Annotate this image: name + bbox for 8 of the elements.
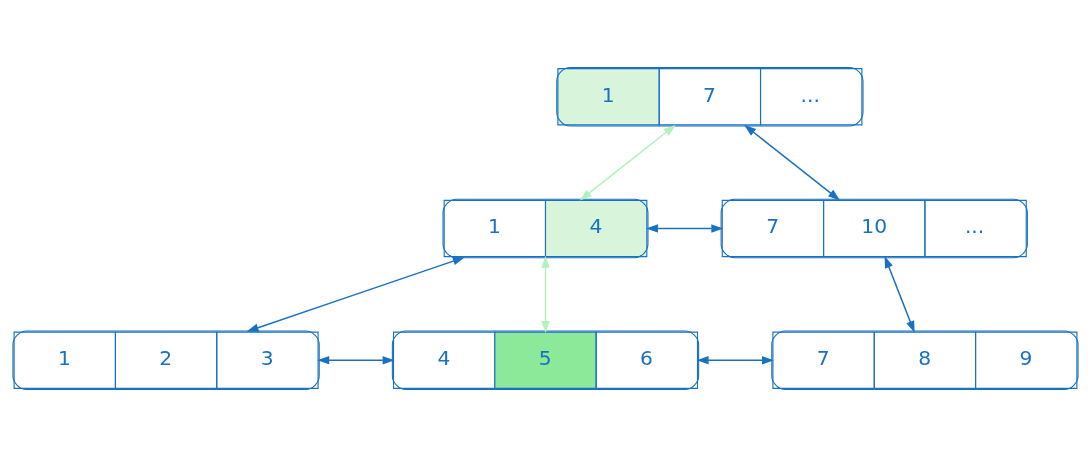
arrow <box>884 255 915 333</box>
arrow <box>579 124 676 200</box>
arrow <box>744 124 840 200</box>
arrow <box>541 255 550 333</box>
arrow <box>246 256 465 332</box>
arrow <box>696 355 774 364</box>
arrow <box>646 223 724 233</box>
arrow <box>317 355 395 364</box>
